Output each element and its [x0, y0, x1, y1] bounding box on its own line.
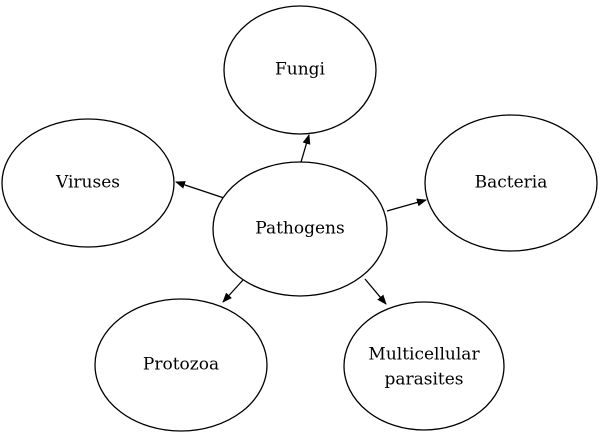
node-viruses-label: Viruses — [55, 173, 120, 193]
node-multicellular-parasites: Multicellular parasites — [343, 301, 505, 431]
edge-pathogens-viruses — [175, 181, 225, 199]
node-fungi: Fungi — [223, 5, 377, 135]
edge-pathogens-bacteria — [386, 198, 427, 212]
node-bacteria: Bacteria — [424, 114, 598, 252]
node-protozoa-label: Protozoa — [143, 355, 219, 375]
node-multicellular-label-line1: Multicellular — [368, 345, 480, 365]
node-pathogens-label: Pathogens — [255, 219, 344, 239]
node-bacteria-label: Bacteria — [475, 173, 548, 193]
node-pathogens: Pathogens — [212, 161, 388, 297]
node-fungi-label: Fungi — [275, 60, 326, 80]
node-multicellular-label-line2: parasites — [384, 370, 463, 390]
node-protozoa: Protozoa — [94, 298, 268, 432]
edge-pathogens-protozoa — [222, 279, 244, 303]
edge-pathogens-fungi — [300, 134, 311, 163]
node-viruses: Viruses — [1, 118, 175, 248]
edge-pathogens-multicellular — [364, 278, 387, 305]
